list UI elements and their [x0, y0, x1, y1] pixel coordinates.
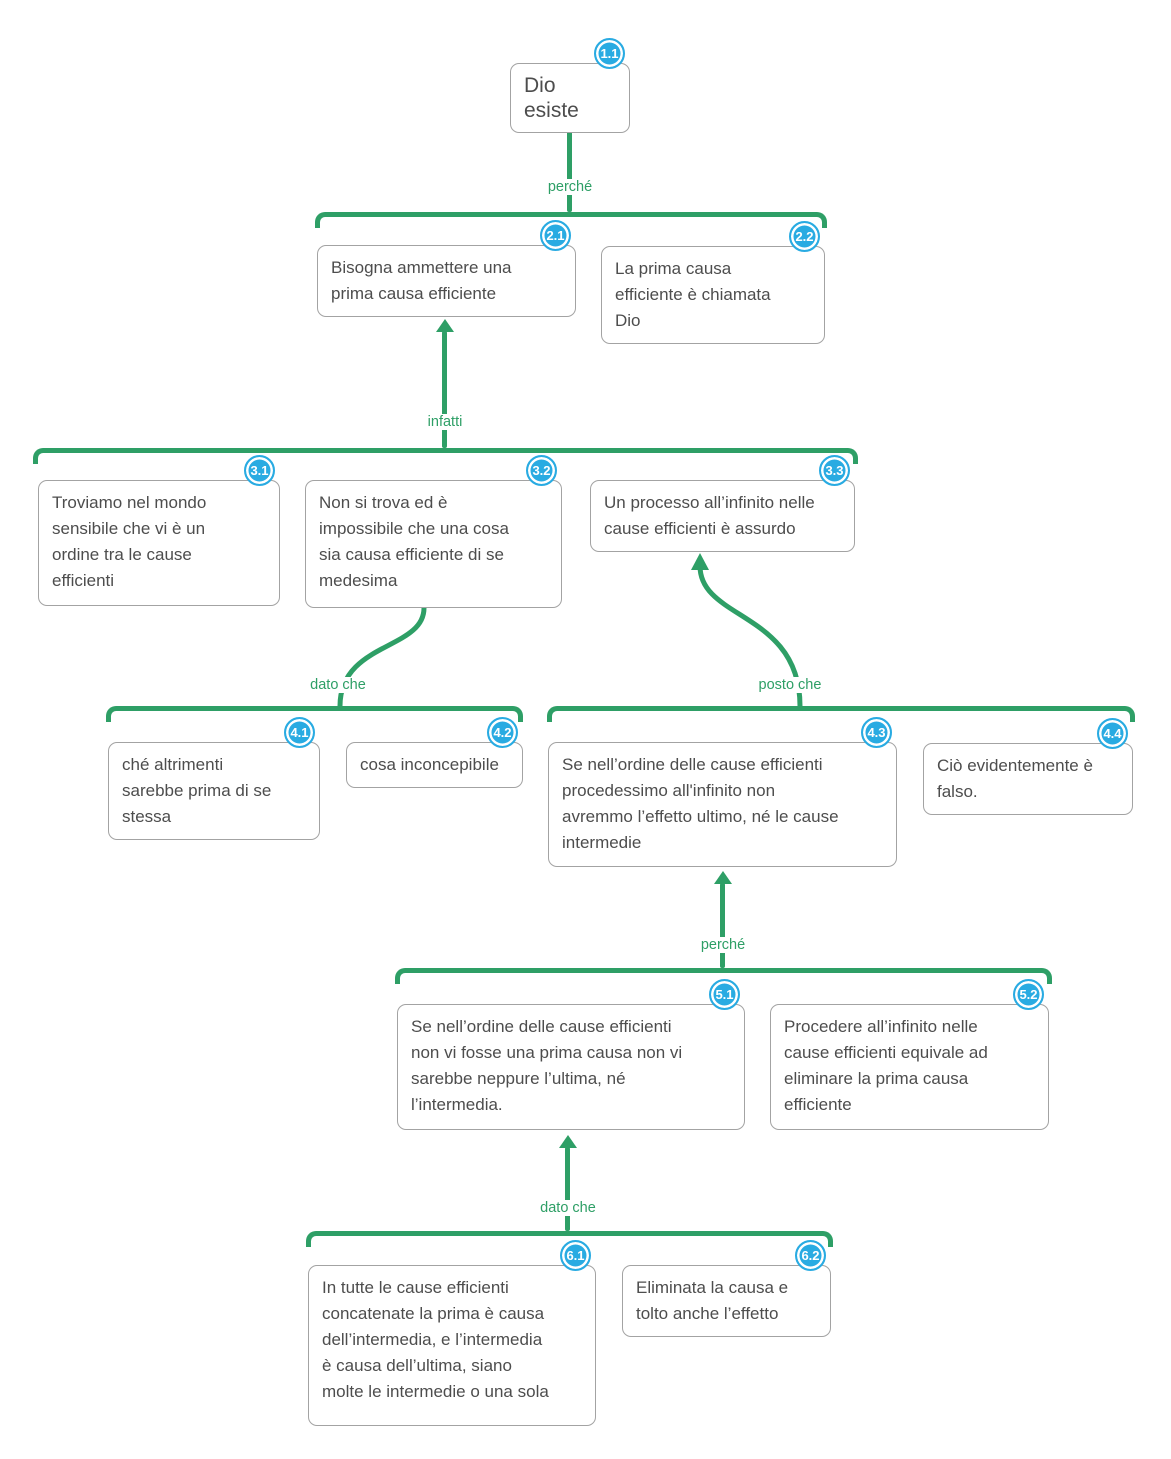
- node-5-2-badge: 5.2: [1013, 979, 1044, 1010]
- node-5-1[interactable]: 5.1 Se nell’ordine delle cause efficient…: [397, 979, 745, 1130]
- node-4-2-text: cosa inconcepibile: [360, 755, 499, 774]
- node-2-1-text: Bisogna ammettere una prima causa effici…: [331, 258, 512, 303]
- node-5-1-text: Se nell’ordine delle cause efficienti no…: [411, 1017, 683, 1114]
- node-4-1[interactable]: 4.1 ché altrimenti sarebbe prima di se s…: [108, 717, 320, 840]
- node-2-1[interactable]: 2.1 Bisogna ammettere una prima causa ef…: [317, 220, 576, 317]
- connector-label-dato-che-bottom: dato che: [536, 1200, 600, 1216]
- node-4-4-badge: 4.4: [1097, 718, 1128, 749]
- connector-label-perche-mid: perché: [696, 937, 750, 953]
- node-3-1[interactable]: 3.1 Troviamo nel mondo sensibile che vi …: [38, 455, 280, 606]
- node-6-2[interactable]: 6.2 Eliminata la causa e tolto anche l’e…: [622, 1240, 831, 1337]
- bracket-level-4-left: [106, 706, 523, 722]
- node-1-1[interactable]: 1.1 Dio esiste: [510, 38, 630, 133]
- arrow-line-to-1-1: [567, 121, 572, 212]
- node-2-2-badge: 2.2: [789, 221, 820, 252]
- node-6-1[interactable]: 6.1 In tutte le cause efficienti concate…: [308, 1240, 596, 1426]
- node-4-3-badge: 4.3: [861, 717, 892, 748]
- bracket-level-4-right: [547, 706, 1135, 722]
- node-6-1-text: In tutte le cause efficienti concatenate…: [322, 1278, 549, 1401]
- node-4-2-badge: 4.2: [487, 717, 518, 748]
- node-4-1-badge: 4.1: [284, 717, 315, 748]
- node-3-1-text: Troviamo nel mondo sensibile che vi è un…: [52, 493, 207, 590]
- node-1-1-badge: 1.1: [594, 38, 625, 69]
- node-5-2[interactable]: 5.2 Procedere all’infinito nelle cause e…: [770, 979, 1049, 1130]
- node-4-4-text: Ciò evidentemente è falso.: [937, 756, 1093, 801]
- node-3-1-badge: 3.1: [244, 455, 275, 486]
- node-2-2[interactable]: 2.2 La prima causa efficiente è chiamata…: [601, 221, 825, 344]
- bracket-level-3: [33, 448, 858, 464]
- arrow-line-to-5-1: [565, 1147, 570, 1231]
- connector-label-perche-top: perché: [543, 179, 597, 195]
- arrowhead-to-4-3-icon: [714, 871, 732, 884]
- node-6-1-badge: 6.1: [560, 1240, 591, 1271]
- node-5-2-text: Procedere all’infinito nelle cause effic…: [784, 1017, 988, 1114]
- node-2-1-badge: 2.1: [540, 220, 571, 251]
- node-3-2-badge: 3.2: [526, 455, 557, 486]
- node-5-1-badge: 5.1: [709, 979, 740, 1010]
- bracket-level-5: [395, 968, 1052, 984]
- node-4-2[interactable]: 4.2 cosa inconcepibile: [346, 717, 523, 788]
- arrowhead-to-2-1-icon: [436, 319, 454, 332]
- node-4-4[interactable]: 4.4 Ciò evidentemente è falso.: [923, 718, 1133, 815]
- node-4-3[interactable]: 4.3 Se nell’ordine delle cause efficient…: [548, 717, 897, 867]
- arrow-line-to-2-1: [442, 331, 447, 448]
- node-2-2-text: La prima causa efficiente è chiamata Dio: [615, 259, 771, 330]
- arrow-line-to-4-3: [720, 883, 725, 968]
- node-3-3-text: Un processo all’infinito nelle cause eff…: [604, 493, 815, 538]
- node-3-3-badge: 3.3: [819, 455, 850, 486]
- connector-label-infatti: infatti: [423, 414, 467, 430]
- arrowhead-to-5-1-icon: [559, 1135, 577, 1148]
- node-3-2-text: Non si trova ed è impossibile che una co…: [319, 493, 509, 590]
- node-3-2[interactable]: 3.2 Non si trova ed è impossibile che un…: [305, 455, 562, 608]
- connector-label-posto-che: posto che: [754, 677, 826, 693]
- node-1-1-text: Dio esiste: [524, 74, 579, 122]
- node-6-2-text: Eliminata la causa e tolto anche l’effet…: [636, 1278, 789, 1323]
- node-6-2-badge: 6.2: [795, 1240, 826, 1271]
- node-3-3[interactable]: 3.3 Un processo all’infinito nelle cause…: [590, 455, 855, 552]
- bracket-level-2: [315, 212, 827, 228]
- node-4-3-text: Se nell’ordine delle cause efficienti pr…: [562, 755, 839, 852]
- node-4-1-text: ché altrimenti sarebbe prima di se stess…: [122, 755, 272, 826]
- bracket-level-6: [306, 1231, 833, 1247]
- connector-label-dato-che-left: dato che: [306, 677, 370, 693]
- curve-arrowhead-icon: [691, 553, 709, 570]
